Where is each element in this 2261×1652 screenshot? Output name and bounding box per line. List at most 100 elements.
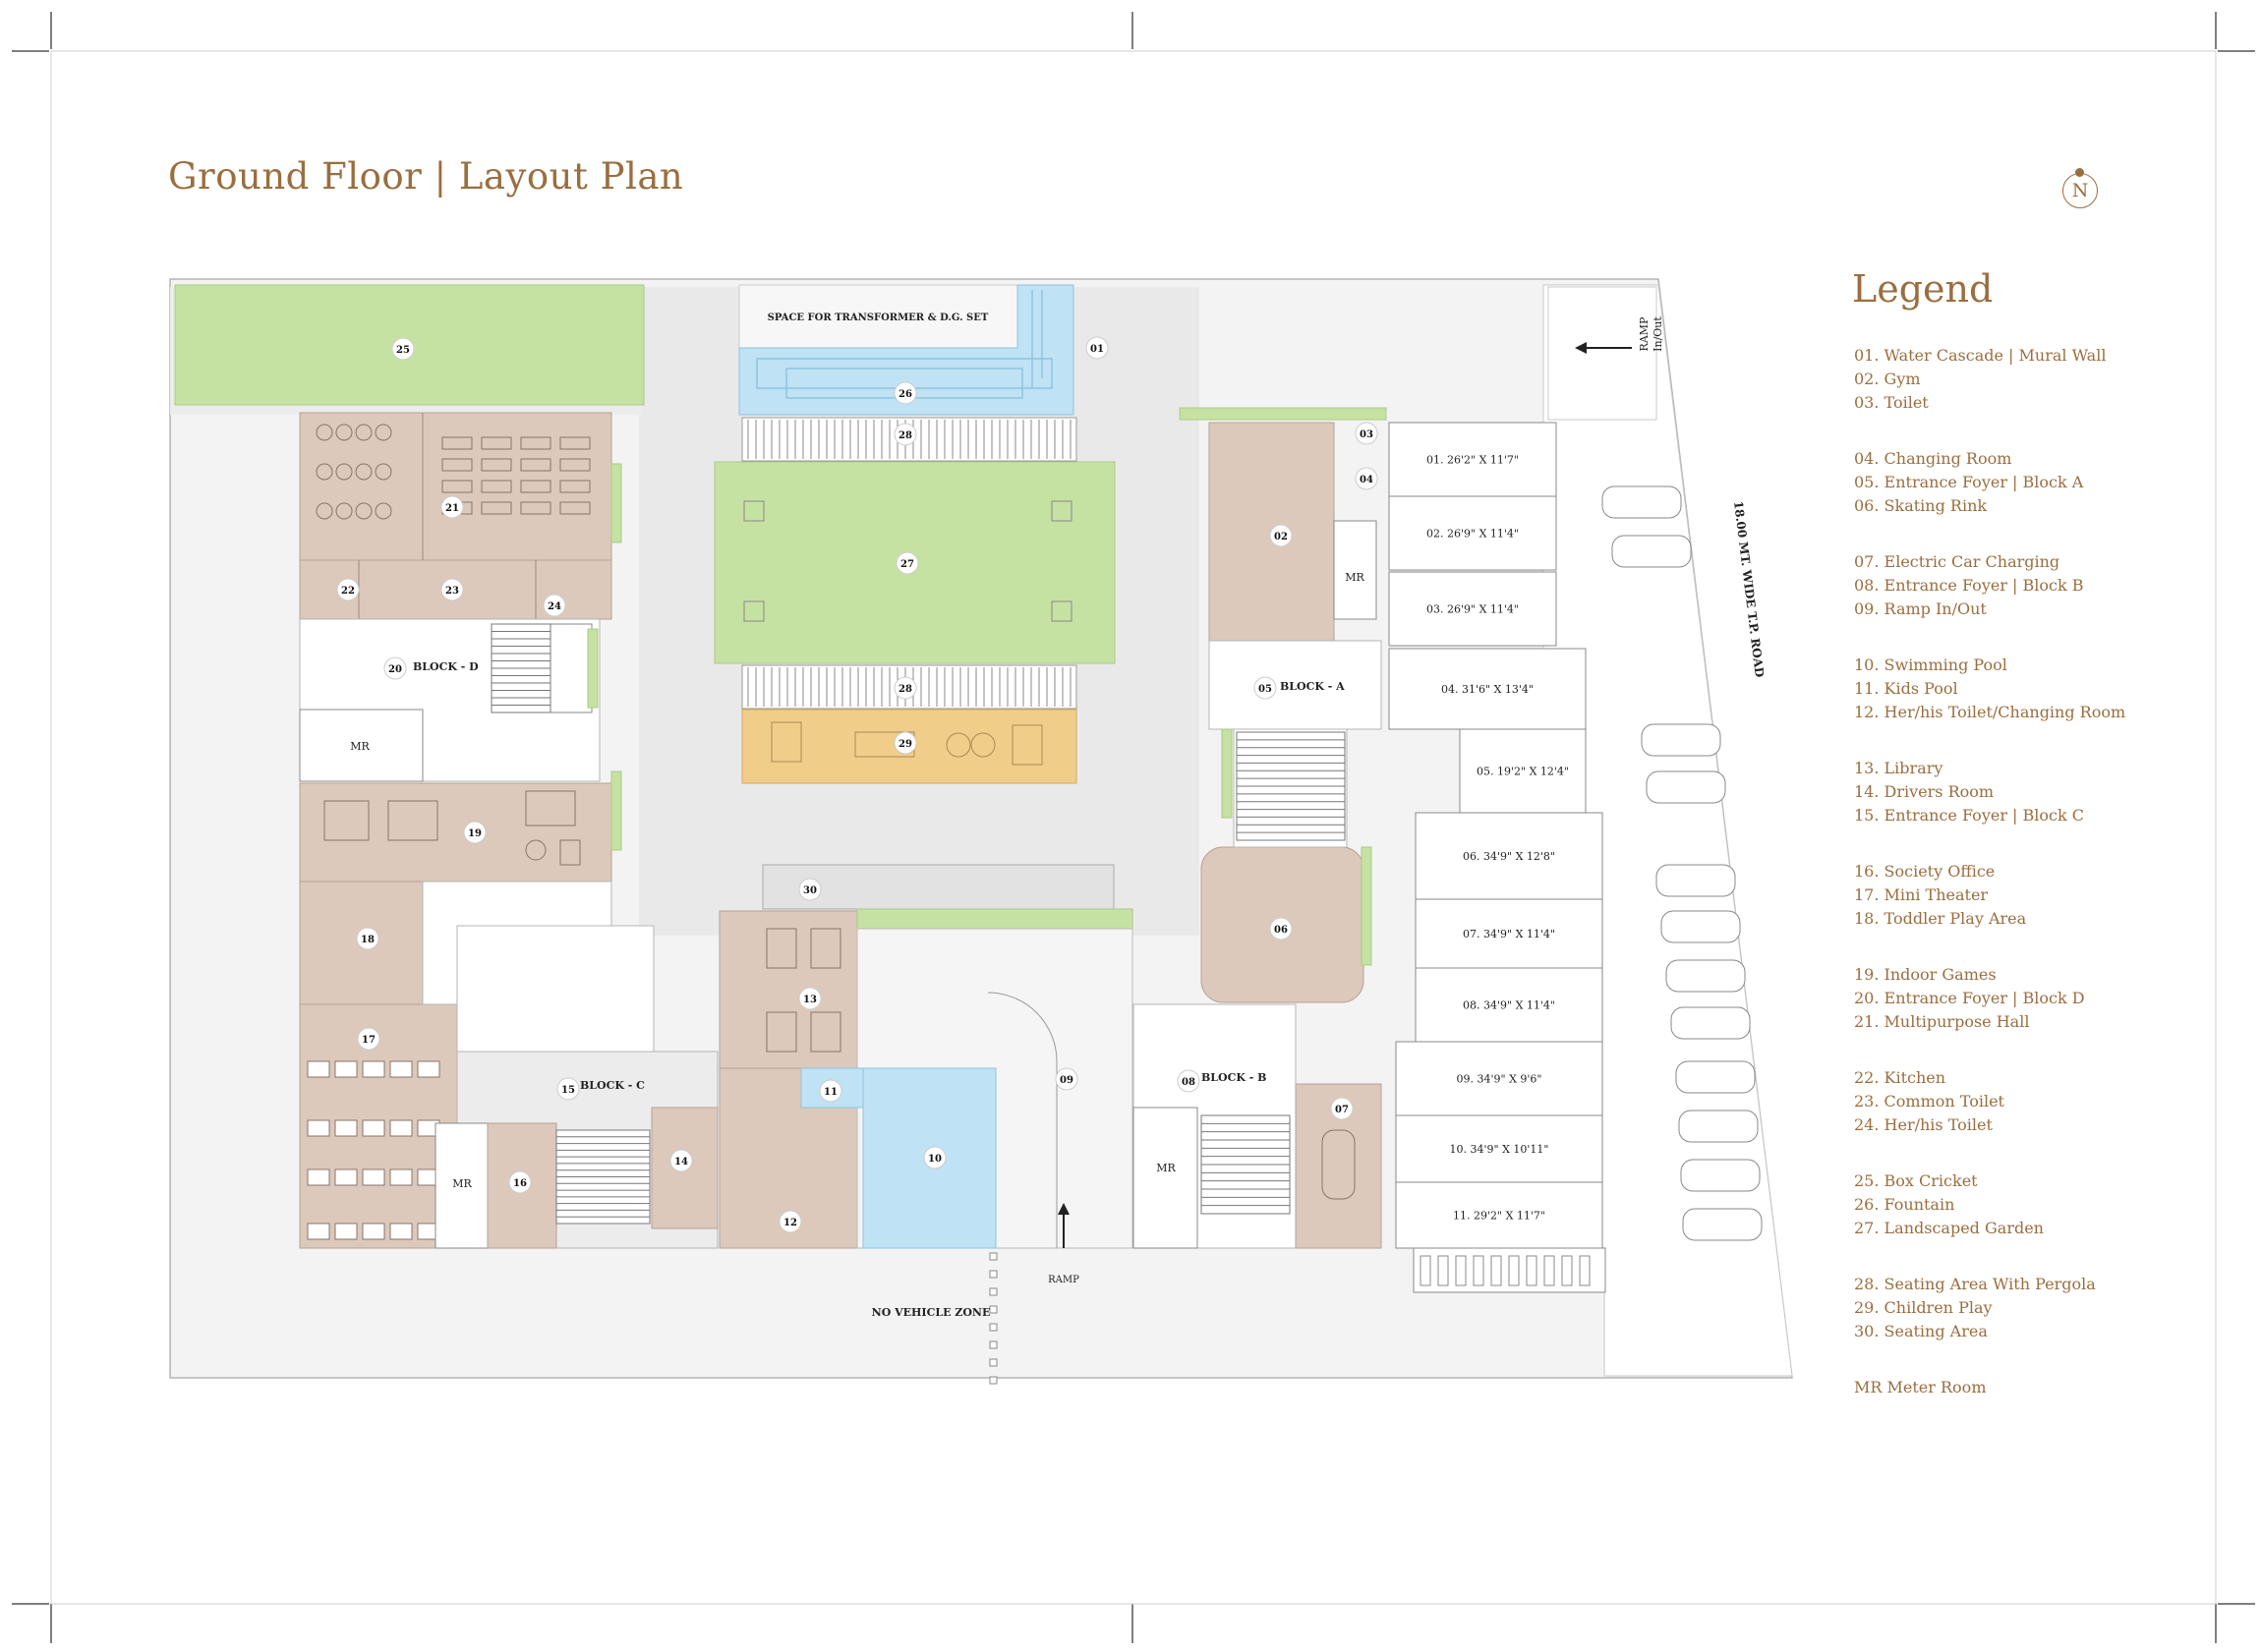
legend-item: 17. Mini Theater <box>1854 885 1989 904</box>
shop-label: 11. 29'2" X 11'7" <box>1453 1210 1545 1223</box>
room-number: 20 <box>388 664 402 675</box>
shop-label: 03. 26'9" X 11'4" <box>1426 603 1519 616</box>
room-marker <box>798 878 822 901</box>
room-number: 09 <box>1060 1075 1073 1086</box>
room-marker <box>798 987 822 1010</box>
legend-item: 15. Entrance Foyer | Block C <box>1854 806 2085 825</box>
room-number: 24 <box>548 601 561 612</box>
parked-car <box>1678 1110 1759 1143</box>
room-number: 07 <box>1335 1105 1349 1115</box>
indoor-games <box>299 782 612 883</box>
room-number: 10 <box>928 1154 942 1165</box>
legend-item: 06. Skating Rink <box>1854 496 1988 515</box>
parked-car <box>1665 959 1746 993</box>
legend-item: 01. Water Cascade | Mural Wall <box>1854 346 2107 365</box>
legend-item: 09. Ramp In/Out <box>1854 599 1987 618</box>
legend-item: 30. Seating Area <box>1854 1322 1988 1340</box>
parked-car <box>1646 770 1726 804</box>
north-letter: N <box>2071 180 2089 201</box>
ev-charging <box>1295 1083 1382 1249</box>
shop-unit <box>1415 898 1603 969</box>
room-number: 17 <box>362 1035 376 1046</box>
room-number: 25 <box>396 345 410 356</box>
room-marker <box>336 578 360 601</box>
room-marker <box>1085 336 1109 360</box>
legend-item: 16. Society Office <box>1854 862 1996 881</box>
legend-title: Legend <box>1852 267 1994 311</box>
mr-label-c: MR <box>452 1177 472 1190</box>
room-marker <box>819 1079 842 1103</box>
legend-item: 18. Toddler Play Area <box>1854 909 2027 928</box>
legend-group: 13. Library 14. Drivers Room 15. Entrance … <box>1854 757 2125 827</box>
room-marker <box>894 676 917 700</box>
room-marker <box>896 551 919 575</box>
room-number: 29 <box>899 739 912 750</box>
library <box>719 910 858 1069</box>
legend-item: 25. Box Cricket <box>1854 1171 1978 1190</box>
shop-label: 04. 31'6" X 13'4" <box>1441 683 1534 696</box>
legend-item: 07. Electric Car Charging <box>1854 552 2060 571</box>
ramp-inout-label: RAMP <box>1638 316 1651 351</box>
room-marker <box>1355 467 1378 490</box>
shop-label: 06. 34'9" X 12'8" <box>1463 850 1555 863</box>
room-marker <box>1330 1097 1354 1120</box>
shop-unit <box>1388 571 1557 647</box>
room-marker <box>894 731 917 755</box>
room-number: 14 <box>674 1157 688 1168</box>
room-marker <box>669 1149 693 1172</box>
room-number: 03 <box>1360 429 1373 440</box>
legend-item: 29. Children Play <box>1854 1298 1993 1317</box>
legend-item: 04. Changing Room <box>1854 449 2012 468</box>
road-label: 18.00 MT. WIDE T.P. ROAD <box>1731 500 1767 678</box>
room-marker <box>1055 1067 1078 1091</box>
room-number: 13 <box>803 995 817 1005</box>
parked-car <box>1675 1060 1756 1094</box>
room-marker <box>440 495 464 519</box>
legend-item: 13. Library <box>1854 759 1943 777</box>
shop-unit <box>1395 1114 1603 1183</box>
room-number: 28 <box>899 684 912 695</box>
pergola-bottom <box>741 664 1077 710</box>
room-number: 23 <box>445 586 459 597</box>
crop-marks <box>12 12 2255 1643</box>
shop-unit <box>1415 967 1603 1043</box>
shop-label: 02. 26'9" X 11'4" <box>1426 528 1519 541</box>
parked-car <box>1682 1208 1763 1241</box>
legend-item: 12. Her/his Toilet/Changing Room <box>1854 703 2126 721</box>
shop-label: 07. 34'9" X 11'4" <box>1463 928 1555 940</box>
legend-item: 08. Entrance Foyer | Block B <box>1854 576 2084 595</box>
legend-item: 22. Kitchen <box>1854 1068 1946 1087</box>
parked-car <box>1680 1159 1761 1192</box>
legend-item: 19. Indoor Games <box>1854 965 1997 984</box>
room-number: 18 <box>361 935 375 945</box>
room-marker <box>1355 422 1378 445</box>
room-number: 08 <box>1182 1077 1195 1088</box>
shop-label: 01. 26'2" X 11'7" <box>1426 454 1519 467</box>
room-marker <box>440 578 464 601</box>
legend-item: 14. Drivers Room <box>1854 782 1995 801</box>
legend-item: 05. Entrance Foyer | Block A <box>1854 473 2084 491</box>
seating-area <box>762 864 1115 910</box>
fountain <box>738 284 1074 416</box>
legend-item: 02. Gym <box>1854 370 1921 388</box>
room-number: 21 <box>445 503 459 514</box>
room-number: 12 <box>783 1218 797 1228</box>
legend-group: 07. Electric Car Charging 08. Entrance Fo… <box>1854 550 2125 621</box>
legend-item: 26. Fountain <box>1854 1195 1955 1214</box>
mr-label-b: MR <box>1156 1162 1176 1174</box>
legend-item: 27. Landscaped Garden <box>1854 1219 2044 1237</box>
shop-label: 09. 34'9" X 9'6" <box>1457 1073 1542 1086</box>
block-b-label: BLOCK - B <box>1201 1071 1266 1084</box>
legend-group: MR Meter Room <box>1854 1376 2125 1399</box>
room-marker <box>391 337 415 361</box>
room-marker <box>1269 524 1293 547</box>
room-marker <box>1177 1069 1200 1093</box>
room-marker <box>543 594 566 617</box>
